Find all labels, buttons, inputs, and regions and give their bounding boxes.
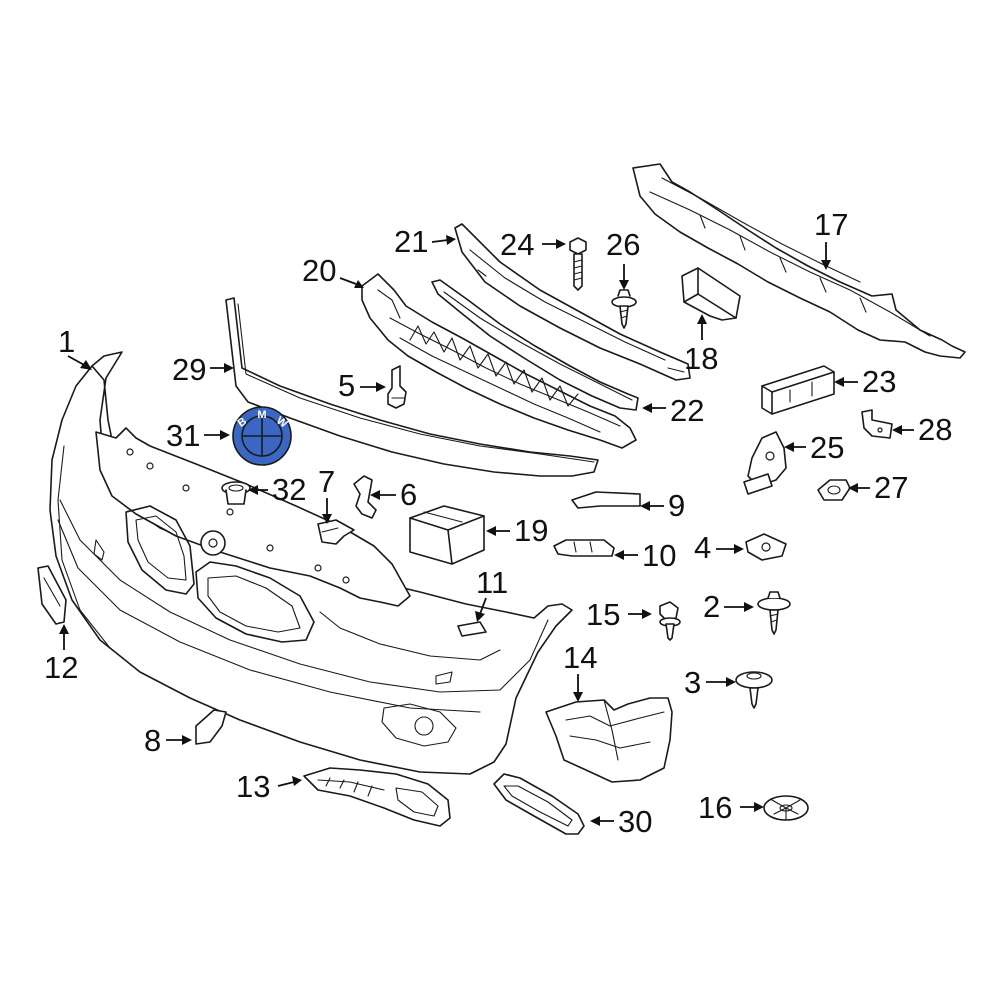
part-30-trim-ring[interactable] [493, 773, 585, 835]
part-2-screw[interactable] [757, 591, 791, 635]
part-1-bumper-cover[interactable] [49, 351, 573, 775]
part-19-block[interactable] [409, 505, 485, 565]
part-25-mount[interactable] [743, 431, 787, 495]
emblem-letter-m: M [257, 409, 266, 421]
part-21-reinforcement-strip[interactable] [454, 223, 691, 381]
callout-label-20: 20 [302, 253, 336, 288]
part-11-clip[interactable] [457, 621, 487, 637]
part-24-bolt[interactable] [569, 237, 587, 291]
callout-label-26: 26 [606, 227, 640, 262]
callout-label-19: 19 [514, 513, 548, 548]
callout-label-30: 30 [618, 804, 652, 839]
part-23-bracket[interactable] [761, 365, 835, 415]
part-3-screw[interactable] [735, 671, 773, 709]
callout-label-13: 13 [236, 769, 270, 804]
callout-label-14: 14 [563, 640, 597, 675]
callout-label-18: 18 [684, 341, 718, 376]
callout-label-28: 28 [918, 412, 952, 447]
callout-label-29: 29 [172, 352, 206, 387]
part-7-bracket[interactable] [317, 519, 355, 545]
callout-label-2: 2 [703, 589, 720, 624]
part-20-grille-support[interactable] [361, 273, 637, 449]
callout-label-6: 6 [400, 477, 417, 512]
part-14-air-duct[interactable] [545, 697, 673, 783]
callout-label-17: 17 [814, 207, 848, 242]
part-10-strip[interactable] [553, 539, 615, 557]
callout-label-16: 16 [698, 790, 732, 825]
part-5-clip[interactable] [387, 365, 407, 409]
callout-label-3: 3 [684, 665, 701, 700]
part-31-emblem[interactable]: B M W [232, 406, 292, 466]
part-8-bracket[interactable] [195, 709, 227, 745]
part-15-screw[interactable] [659, 601, 681, 641]
part-6-bracket[interactable] [353, 475, 377, 519]
part-16-star-clip[interactable] [763, 795, 809, 821]
part-26-screw[interactable] [611, 289, 637, 329]
callout-group: 1 2 3 4 5 6 7 8 9 10 [44, 207, 952, 839]
callout-label-12: 12 [44, 650, 78, 685]
part-27-cap[interactable] [817, 479, 851, 501]
part-32-grommet[interactable] [221, 481, 251, 505]
callout-label-8: 8 [144, 723, 161, 758]
callout-label-22: 22 [670, 393, 704, 428]
part-18-bracket[interactable] [681, 267, 741, 321]
callout-label-5: 5 [338, 368, 355, 403]
callout-label-32: 32 [272, 472, 306, 507]
callout-label-31: 31 [166, 418, 200, 453]
callout-label-27: 27 [874, 470, 908, 505]
callout-label-7: 7 [318, 464, 335, 499]
callout-label-11: 11 [476, 565, 508, 600]
callout-label-24: 24 [500, 227, 534, 262]
callout-label-1: 1 [58, 324, 75, 359]
part-9-strip[interactable] [571, 491, 641, 509]
part-12-reflector[interactable] [37, 565, 67, 625]
callout-label-15: 15 [586, 597, 620, 632]
callout-label-4: 4 [694, 530, 711, 565]
callout-label-23: 23 [862, 364, 896, 399]
part-4-clip-nut[interactable] [745, 533, 787, 561]
callout-label-21: 21 [394, 224, 428, 259]
part-29-trim-strip[interactable] [225, 297, 599, 477]
callout-label-25: 25 [810, 430, 844, 465]
part-13-fog-grille[interactable] [303, 767, 451, 827]
part-17-impact-absorber[interactable] [632, 163, 966, 359]
callout-label-9: 9 [668, 488, 685, 523]
callout-label-10: 10 [642, 538, 676, 573]
part-28-bracket[interactable] [861, 409, 893, 439]
part-22-lower-strip[interactable] [431, 279, 639, 411]
